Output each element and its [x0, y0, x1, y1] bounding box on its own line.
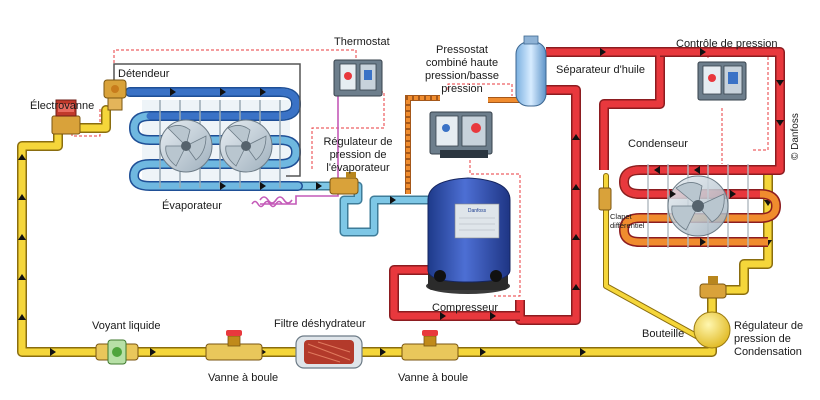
- expansion-valve: [103, 79, 127, 111]
- label-regulateur-evap-line1: Régulateur de: [323, 136, 393, 148]
- pressure-control-device: [697, 61, 747, 101]
- label-regulateur-condensation: Régulateur de pression de Condensation: [734, 320, 803, 359]
- label-vanne-gauche: Vanne à boule: [208, 372, 279, 384]
- label-pressostat-line3: pression/basse: [425, 70, 499, 82]
- differential-check-valve: [598, 187, 612, 211]
- label-evaporateur: Évaporateur: [162, 200, 222, 212]
- label-condenseur: Condenseur: [628, 138, 688, 150]
- label-regulateur-cond-line1: Régulateur de: [734, 320, 804, 332]
- label-detendeur: Détendeur: [118, 68, 170, 80]
- evaporator: [125, 87, 303, 191]
- label-separateur: Séparateur d'huile: [556, 64, 645, 76]
- oil-separator: [515, 35, 547, 107]
- condensing-pressure-regulator: [699, 276, 727, 299]
- evaporator-fan-left: [159, 119, 213, 173]
- label-regulateur-evaporateur: Régulateur de pression de l'évaporateur: [318, 136, 398, 175]
- label-pressostat: Pressostat combiné haute pression/basse …: [424, 44, 500, 96]
- filter-drier: [295, 335, 363, 369]
- label-voyant: Voyant liquide: [92, 320, 161, 332]
- condenser: [618, 164, 782, 248]
- label-controle-pression: Contrôle de pression: [676, 38, 778, 50]
- receiver-tank: [693, 311, 731, 349]
- label-bouteille: Bouteille: [642, 328, 685, 340]
- label-pressostat-line4: pression: [441, 83, 483, 95]
- hot-gas-line: [389, 47, 785, 325]
- label-clapet-line2: différentiel: [610, 221, 645, 230]
- label-regulateur-evap-line2: pression de: [329, 149, 387, 161]
- label-vanne-droite: Vanne à boule: [398, 372, 469, 384]
- label-thermostat: Thermostat: [334, 36, 390, 48]
- label-pressostat-line2: combiné haute: [425, 57, 499, 69]
- copyright-danfoss: © Danfoss: [790, 113, 801, 160]
- label-electrovanne: Électrovanne: [30, 100, 95, 112]
- label-clapet-line1: Clapet: [610, 212, 632, 221]
- label-regulateur-cond-line2: pression de: [734, 333, 791, 345]
- evaporator-pressure-regulator: [329, 172, 359, 195]
- evaporator-fan-right: [219, 119, 273, 173]
- label-regulateur-evap-line3: l'évaporateur: [326, 162, 390, 174]
- label-compresseur: Compresseur: [432, 302, 499, 314]
- label-regulateur-cond-line3: Condensation: [734, 346, 802, 358]
- sight-glass: [95, 339, 139, 365]
- pressostat-device: [429, 111, 493, 158]
- condenser-fan: [667, 175, 729, 237]
- label-clapet: Clapet différentiel: [610, 212, 644, 230]
- expansion-valve-equalizer: [113, 63, 301, 177]
- solenoid-valve: [51, 99, 81, 135]
- ball-valve-right: [401, 330, 459, 361]
- compressor-nameplate: Danfoss: [468, 208, 487, 214]
- flow-arrows: [18, 48, 784, 356]
- label-pressostat-line1: Pressostat: [436, 44, 488, 56]
- thermostat-capillary: [251, 96, 339, 208]
- ball-valve-left: [205, 330, 263, 361]
- compressor-unit: Danfoss: [426, 177, 511, 294]
- evaporator-arrows: [170, 88, 266, 190]
- label-filtre: Filtre déshydrateur: [274, 318, 366, 330]
- thermostat-device: [333, 59, 383, 97]
